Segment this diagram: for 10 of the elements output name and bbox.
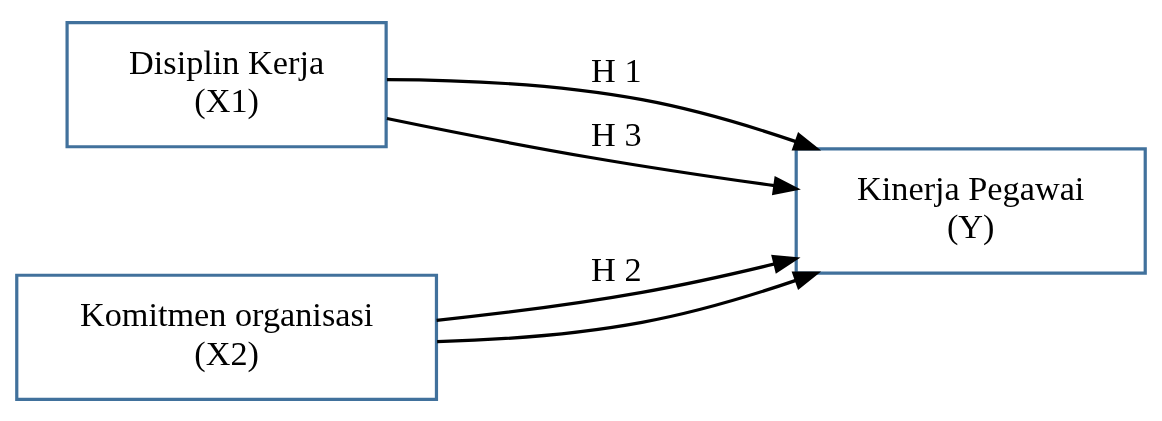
node-box: Komitmen organisasi (X2) xyxy=(15,273,439,401)
arrow xyxy=(386,77,822,150)
arrow xyxy=(386,116,801,195)
edge-label: H 1 xyxy=(591,50,642,89)
node-box: Disiplin Kerja (X1) xyxy=(65,20,388,148)
edge-label: H 3 xyxy=(591,114,642,153)
arrow xyxy=(437,271,822,343)
node-box: Kinerja Pegawai (Y) xyxy=(794,146,1147,275)
edge-label: H 2 xyxy=(591,249,642,288)
arrow xyxy=(436,254,801,322)
